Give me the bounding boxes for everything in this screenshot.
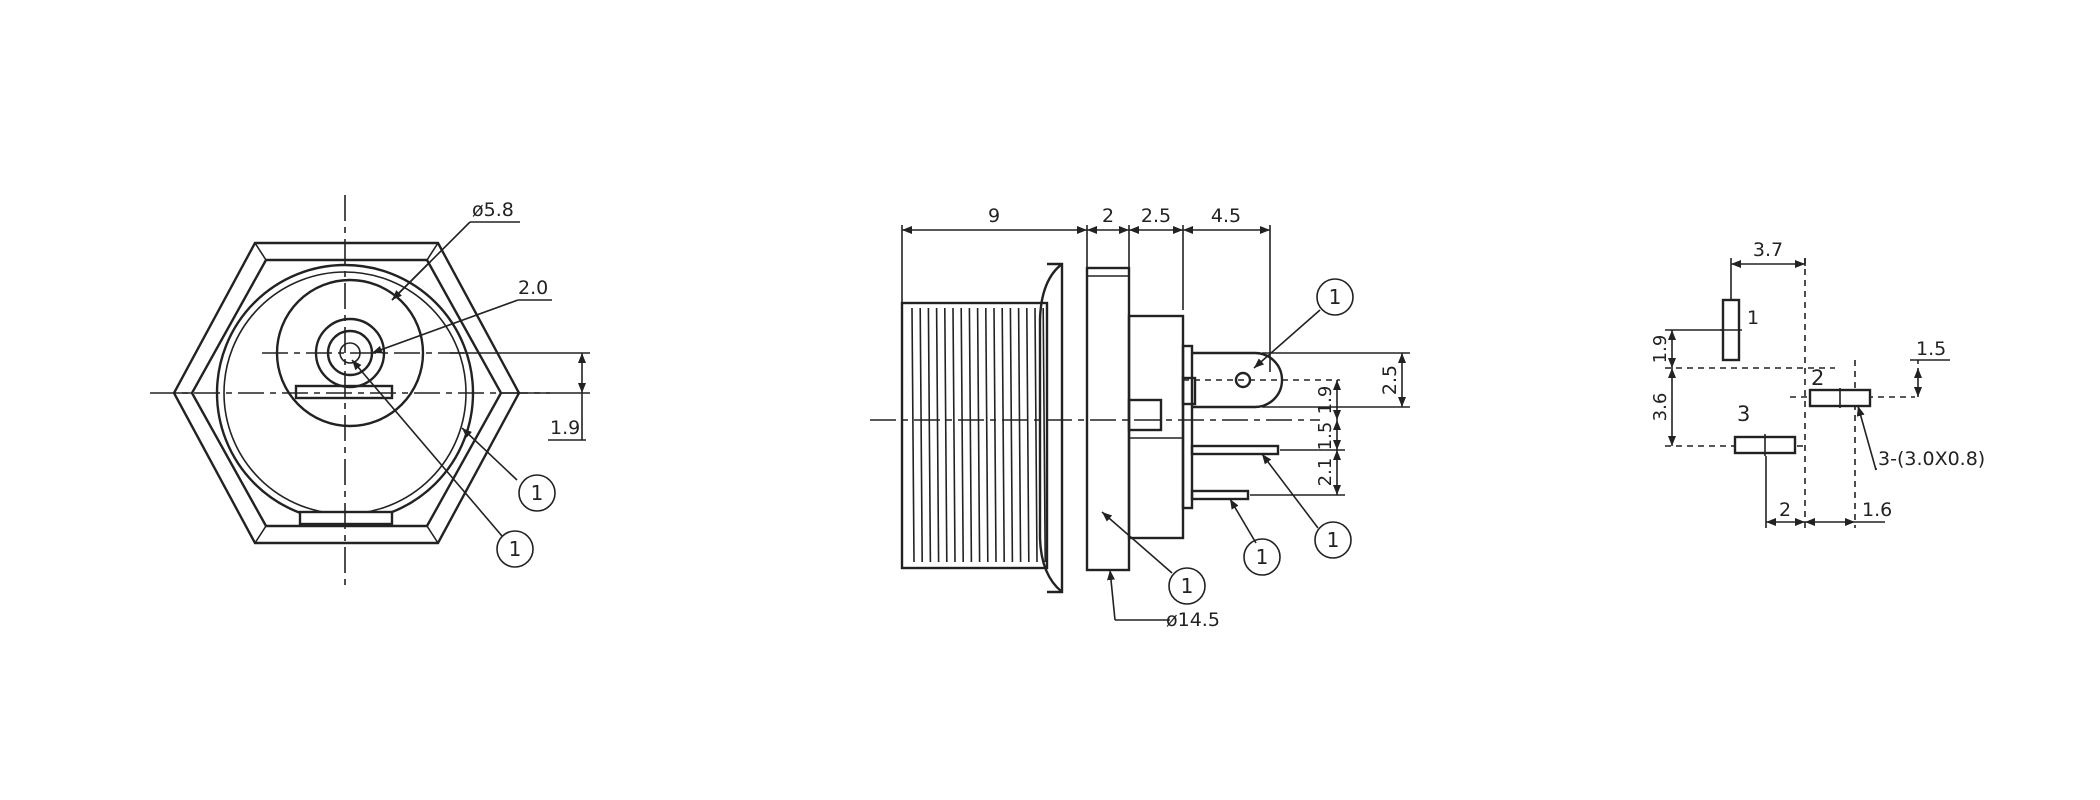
- slot-size-note: 3-(3.0X0.8): [1878, 448, 1985, 470]
- dim-pcb-width: 3.7: [1753, 239, 1783, 261]
- thread-line: [1001, 307, 1005, 563]
- side-right-dimensions: 2.5 1.9 1.5 2.1: [1250, 352, 1410, 496]
- thread-line: [960, 307, 964, 563]
- thread-line: [927, 307, 932, 563]
- thread-line: [944, 307, 948, 563]
- threaded-barrel: [900, 301, 1049, 570]
- dim-flange-diameter: ø14.5: [1166, 609, 1220, 631]
- front-view: ø5.8 2.0 1.9 1 1: [150, 195, 590, 590]
- side-centerline: [870, 379, 1340, 421]
- dim-pin-spacing-a: 1.9: [1315, 386, 1336, 415]
- side-callout-top: 1: [1329, 285, 1342, 309]
- pcb-centerlines: [1665, 258, 1915, 528]
- front-dimensions: ø5.8 2.0 1.9 1 1: [351, 199, 590, 568]
- thread-line: [985, 307, 989, 563]
- pad-2-label: 2: [1811, 366, 1824, 390]
- hex-nut-side: [1038, 262, 1064, 594]
- dim-pin-spacing-c: 2.1: [1315, 458, 1336, 487]
- thread-line: [952, 307, 956, 563]
- dim-thread-length: 9: [988, 205, 1000, 227]
- side-callout-flange: 1: [1181, 574, 1194, 598]
- side-callout-lower-pin: 1: [1256, 545, 1269, 569]
- pcb-pad-labels: 1 2 3: [1737, 307, 1824, 426]
- thread-line: [1017, 307, 1022, 563]
- dim-tail-length: 4.5: [1211, 205, 1241, 227]
- flange-side: [1085, 266, 1131, 572]
- thread-line: [976, 307, 981, 563]
- thread-line: [993, 307, 997, 563]
- side-callout-upper-pin: 1: [1327, 528, 1340, 552]
- dim-pcb-height-b: 3.6: [1650, 393, 1671, 422]
- pcb-layout: 1 2 3 3.7 1.9 3.6 1.5 2 1.6: [1650, 239, 1985, 528]
- dim-pcb-bottom-a: 2: [1779, 499, 1791, 521]
- thread-line: [1009, 307, 1014, 563]
- thread-line: [968, 307, 973, 563]
- dim-pin-diameter: 2.0: [518, 277, 548, 299]
- pad-3-label: 3: [1737, 402, 1750, 426]
- side-callouts: 1 1 1 1 ø14.5: [1101, 278, 1354, 631]
- thread-line: [1034, 307, 1038, 563]
- side-view: 9 2 2.5 4.5 2.5 1.9 1.5 2.1 1 1: [870, 205, 1410, 631]
- pad-1-label: 1: [1747, 307, 1759, 329]
- dim-nut-width: 2: [1102, 205, 1114, 227]
- thread-line: [1026, 307, 1030, 563]
- pcb-pads: [1720, 298, 1872, 456]
- pins: [1190, 444, 1280, 501]
- front-callout-a: 1: [531, 481, 544, 505]
- front-centerlines: [150, 195, 550, 590]
- side-top-dimensions: 9 2 2.5 4.5: [901, 205, 1271, 372]
- pcb-dimensions: 3.7 1.9 3.6 1.5 2 1.6 3-(3.0X0.8): [1650, 239, 1985, 528]
- front-callout-b: 1: [509, 537, 522, 561]
- thread-line: [935, 307, 940, 563]
- thread-line: [1042, 307, 1046, 563]
- dim-pcb-offset-right: 1.5: [1916, 338, 1946, 360]
- dim-hole-diameter: ø5.8: [472, 199, 514, 221]
- thread-line: [919, 307, 923, 563]
- dim-pcb-bottom-b: 1.6: [1862, 499, 1892, 521]
- dim-flange-width: 2.5: [1141, 205, 1171, 227]
- body-block: [1127, 314, 1197, 540]
- dim-lug-height: 2.5: [1379, 365, 1401, 395]
- dim-pcb-height-a: 1.9: [1650, 335, 1671, 364]
- dim-pin-spacing-b: 1.5: [1315, 422, 1336, 451]
- thread-line: [911, 307, 915, 563]
- dim-offset: 1.9: [550, 417, 580, 439]
